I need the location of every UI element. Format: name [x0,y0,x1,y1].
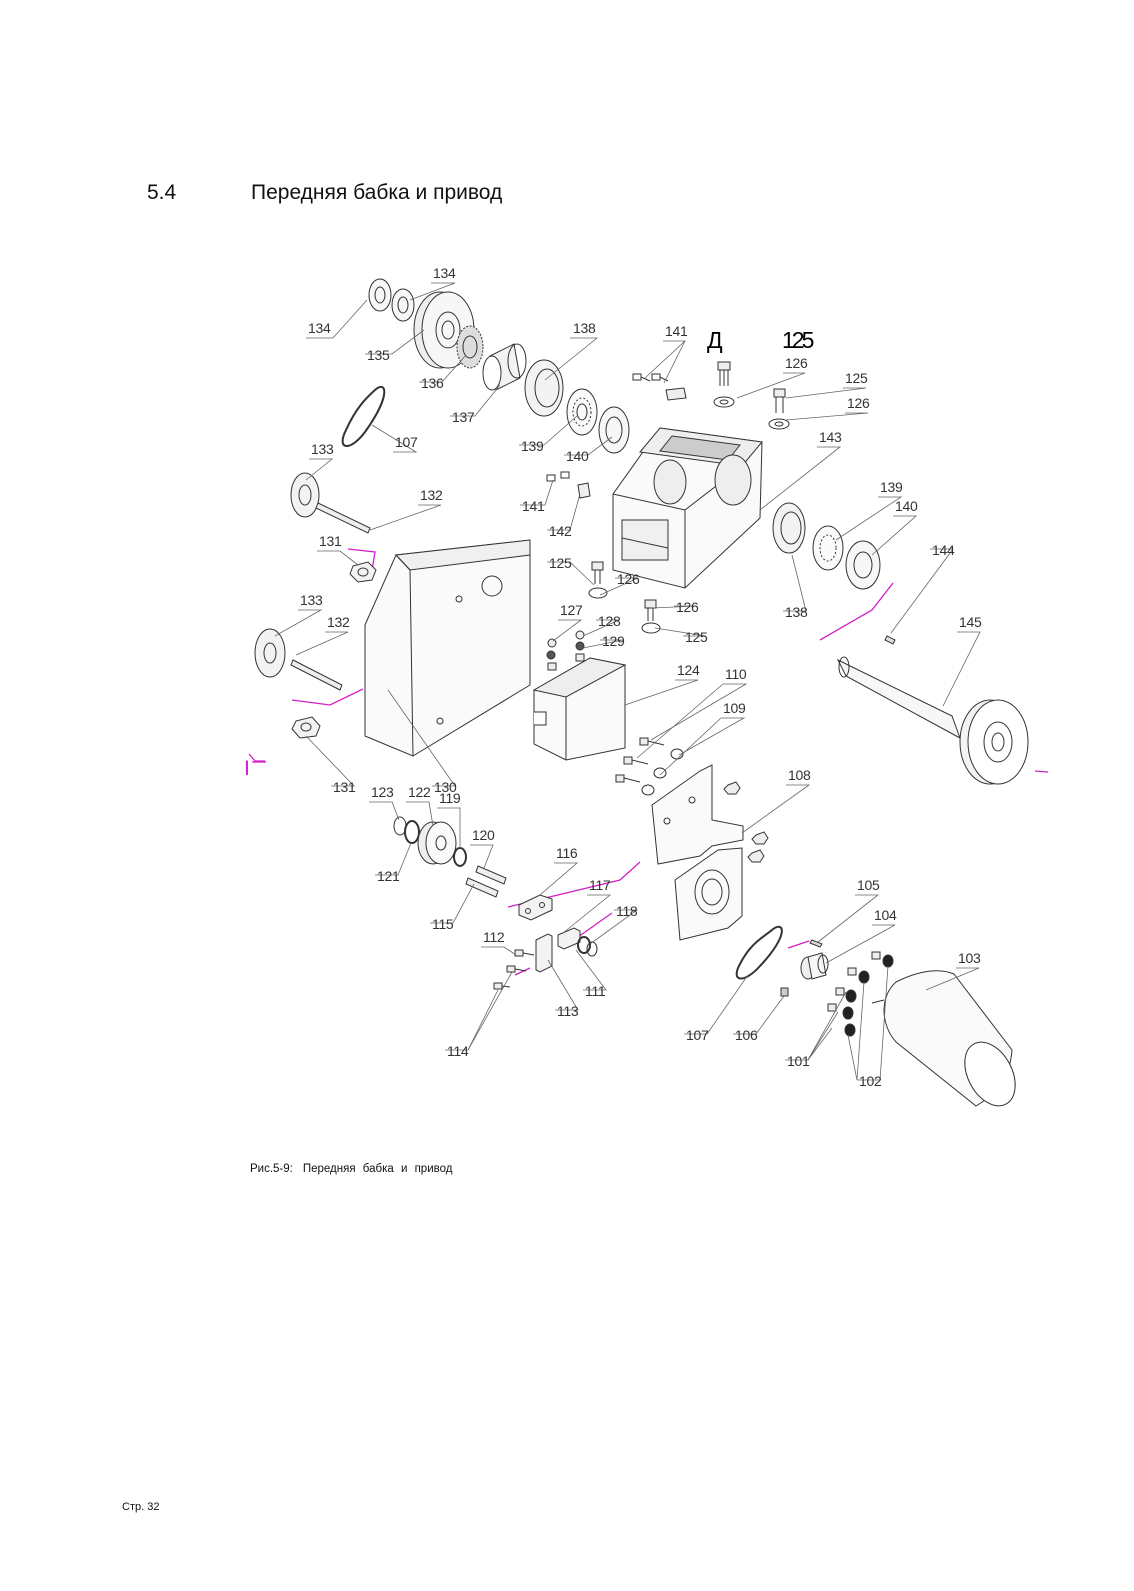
part-label: 105 [857,877,880,893]
part-label: 112 [483,929,505,945]
part-label: 126 [676,599,699,615]
part-label: 139 [880,479,903,495]
part-label: 134 [433,265,456,281]
caption-text: Передняя бабка и привод [302,1163,453,1175]
part-label: 127 [560,602,583,618]
part-label: 106 [735,1027,758,1043]
motor-screws-101-102 [827,951,894,1037]
part-label: 141 [522,498,545,514]
part-label: 119 [439,790,461,806]
part-label: 109 [723,700,746,716]
part-label: 125 [549,555,572,571]
parts-117-118 [557,927,598,957]
part-label: 117 [589,877,611,893]
bracket-113 [493,933,553,990]
part-label: 126 [617,571,640,587]
svg-text:Ⅰ: Ⅰ [244,758,250,780]
idler-left [254,472,377,739]
part-label: 138 [573,320,596,336]
part-number-labels: 134 134 135 136 137 138 141 126 125 126 … [300,265,982,1089]
part-label: 116 [556,845,578,861]
belt-107 [341,385,783,980]
part-label: 131 [319,533,342,549]
part-label: 130 [434,779,457,795]
part-label: 140 [895,498,918,514]
part-label: 110 [725,666,747,682]
part-label: 126 [847,395,870,411]
section-number: 5.4 [147,181,177,204]
part-label: 125 [845,370,868,386]
part-label: 107 [395,434,418,450]
part-label: 131 [333,779,356,795]
part-label: 103 [958,950,981,966]
part-label: 121 [377,868,400,884]
screws-110-109 [615,737,684,796]
screw-washer-top [713,361,790,430]
part-label: 135 [367,347,390,363]
headstock-housing-143 [612,427,763,589]
part-label: 120 [472,827,495,843]
parts [254,278,1029,1107]
part-label: 136 [421,375,444,391]
bearings-right [772,502,881,590]
bearing-cup-138 [524,359,564,417]
part-label: 122 [408,784,431,800]
motor-103 [871,970,1016,1107]
part-label: 133 [311,441,334,457]
part-label: 101 [787,1053,810,1069]
flange-134 [368,278,415,322]
box-124 [532,657,627,761]
part-label: 125 [685,629,708,645]
part-label: 126 [785,355,808,371]
section-mark: Ⅰ [244,758,266,780]
part-label: 137 [452,409,475,425]
part-label: 143 [819,429,842,445]
part-label: 128 [598,613,621,629]
part-label: 144 [932,542,955,558]
gear-136 [456,325,484,369]
part-label: 123 [371,784,394,800]
block-116 [518,894,553,921]
part-label: 111 [585,983,606,999]
part-label: 138 [785,604,808,620]
part-label: 118 [616,903,638,919]
part-label: 142 [549,523,572,539]
screws-mid [546,471,661,634]
caption-label: Рис.5-9: [250,1163,293,1175]
screws-127-129 [546,630,585,671]
part-label: 107 [686,1027,709,1043]
part-label: 124 [677,662,700,678]
motor-plate-108 [651,764,769,941]
shafts-120-115 [465,865,507,898]
marker-letter-label: Д [707,327,723,353]
part-label: 115 [432,916,454,932]
part-label: 113 [557,1003,579,1019]
figure-caption: Рис.5-9: Передняя бабка и привод [250,1163,452,1175]
motor-pulley-104 [780,939,829,997]
part-label: 133 [300,592,323,608]
part-label: 114 [447,1043,469,1059]
ball-bearing-139 [566,388,598,436]
page-number: Стр. 32 [122,1501,160,1513]
marker-number-label: 125 [782,327,814,353]
part-label: 139 [521,438,544,454]
part-label: 108 [788,767,811,783]
leader-lines [274,282,981,1081]
part-label: 102 [859,1073,882,1089]
bushing-137 [482,343,527,391]
section-title: Передняя бабка и привод [251,181,503,204]
washer-140 [598,406,630,454]
spindle-145 [836,635,1029,785]
part-label: 129 [602,633,625,649]
screws-141 [632,373,687,401]
part-label: 104 [874,907,897,923]
cover-130 [364,539,531,757]
part-label: 134 [308,320,331,336]
part-label: 141 [665,323,688,339]
part-label: 140 [566,448,589,464]
part-label: 145 [959,614,982,630]
part-label: 132 [327,614,350,630]
part-label: 132 [420,487,443,503]
